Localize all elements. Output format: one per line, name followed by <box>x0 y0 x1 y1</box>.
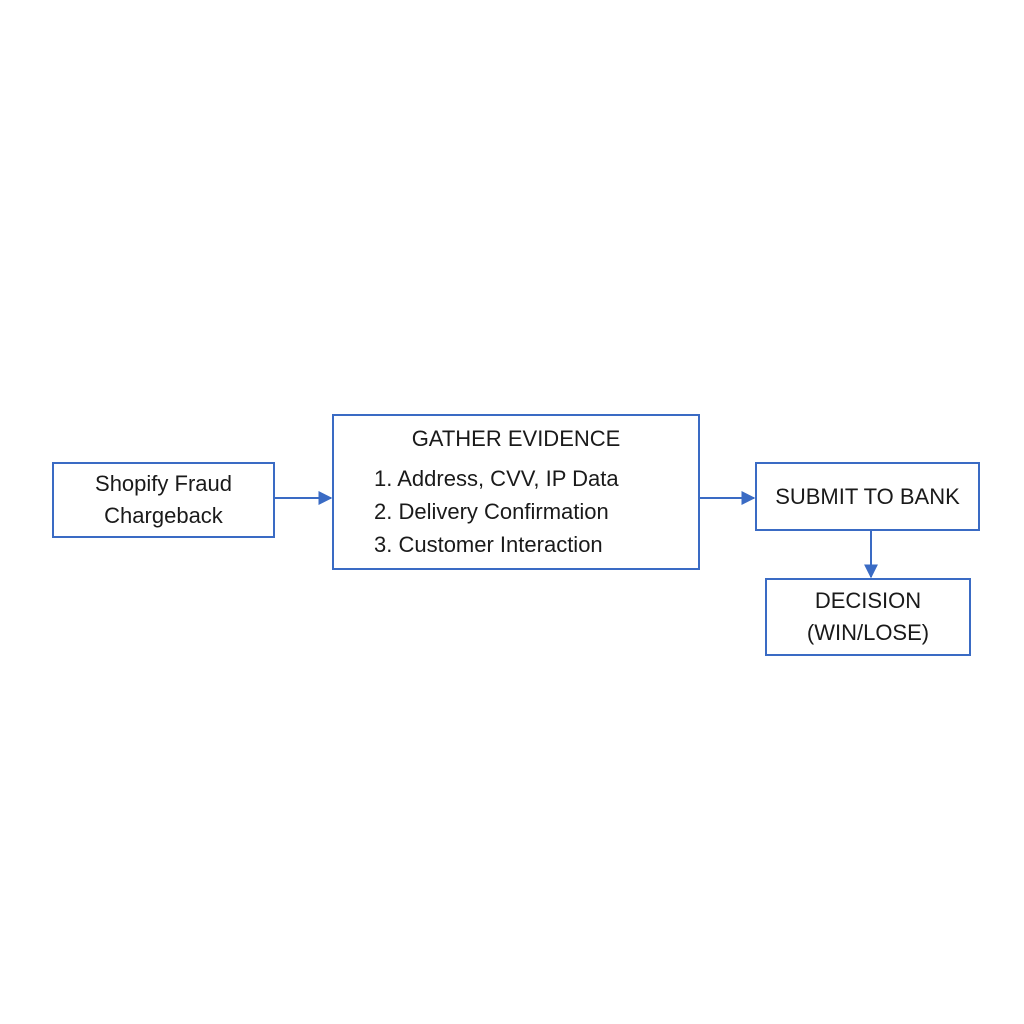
evidence-step: 3. Customer Interaction <box>374 532 603 557</box>
node-submit-label: SUBMIT TO BANK <box>775 483 960 509</box>
node-gather-heading: GATHER EVIDENCE <box>411 426 621 451</box>
node-decision: DECISION (WIN/LOSE) <box>765 578 971 656</box>
evidence-steps-list: 1. Address, CVV, IP Data 2. Delivery Con… <box>334 462 698 561</box>
node-shopify-fraud-chargeback: Shopify Fraud Chargeback <box>52 462 275 538</box>
evidence-step: 1. Address, CVV, IP Data <box>374 466 619 491</box>
node-start-line2: Chargeback <box>104 503 223 528</box>
node-gather-evidence: GATHER EVIDENCE 1. Address, CVV, IP Data… <box>332 414 700 570</box>
node-decision-line2: (WIN/LOSE) <box>806 620 930 645</box>
evidence-step: 2. Delivery Confirmation <box>374 499 609 524</box>
node-decision-line1: DECISION <box>814 588 922 613</box>
node-submit-to-bank: SUBMIT TO BANK <box>755 462 980 531</box>
node-start-line1: Shopify Fraud <box>95 471 232 496</box>
